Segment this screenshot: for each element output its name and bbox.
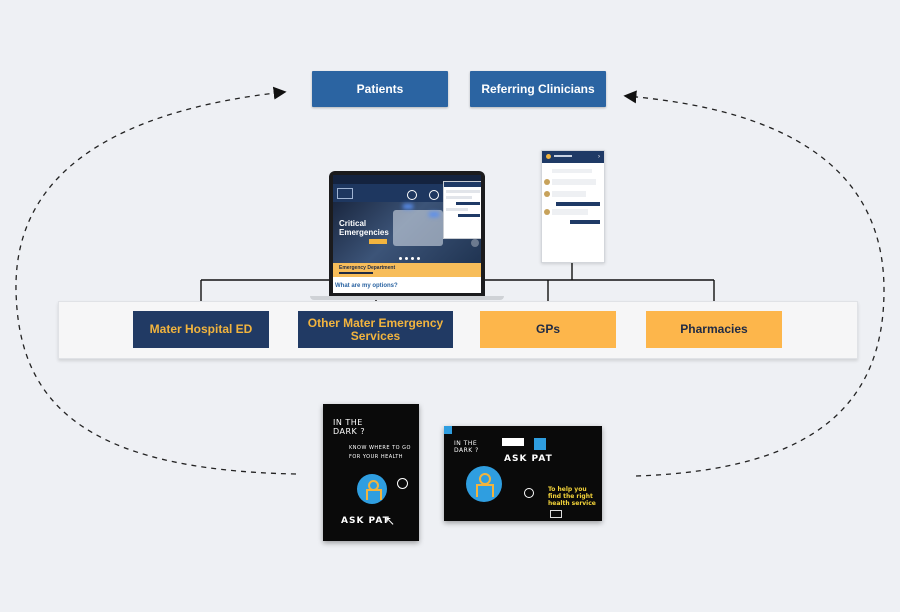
stopwatch-icon: [524, 488, 534, 498]
referring-clinicians-label: Referring Clinicians: [481, 82, 595, 96]
cursor-icon: ↖: [385, 514, 396, 528]
chat-reply: [556, 202, 600, 206]
person-icon: [357, 474, 387, 504]
chat-reply: [570, 220, 600, 224]
chat-message: [552, 169, 592, 173]
website-screenshot: Critical Emergencies Emergency Departmen…: [333, 175, 481, 293]
poster-brand: ASK PAT: [341, 516, 390, 526]
mater-hospital-ed-label: Mater Hospital ED: [149, 322, 253, 336]
chat-message: [552, 179, 596, 185]
carousel-dots: [399, 257, 420, 260]
emergency-department-label: Emergency Department: [339, 265, 396, 271]
ed-underline: [339, 272, 373, 274]
other-mater-emergency-services-box: Other Mater Emergency Services: [298, 311, 453, 348]
poster-subline: KNOW WHERE TO GO FOR YOUR HEALTH: [349, 445, 411, 460]
corner-accent: [444, 426, 452, 434]
gps-box: GPs: [480, 311, 616, 348]
chat-close-icon[interactable]: ›: [598, 154, 600, 160]
person-icon: [466, 466, 502, 502]
poster-tagline: To help you find the right health servic…: [548, 486, 596, 507]
site-nav-icon: [407, 190, 417, 200]
patients-box: Patients: [312, 71, 448, 107]
left-cycle-arrow: [15, 86, 297, 475]
patients-label: Patients: [356, 82, 404, 96]
site-chat-popup[interactable]: [443, 181, 481, 239]
poster-brand: ASK PAT: [504, 454, 553, 464]
pharmacies-box: Pharmacies: [646, 311, 782, 348]
blue-block: [534, 438, 546, 450]
gps-label: GPs: [535, 322, 560, 336]
chat-message: [552, 209, 588, 215]
site-nav-icon: [429, 190, 439, 200]
laptop-base: [310, 296, 504, 300]
scroll-down-icon[interactable]: [471, 239, 479, 247]
chat-header: ›: [542, 151, 604, 163]
mater-logo-icon: [550, 510, 562, 518]
stopwatch-icon: [397, 478, 408, 489]
site-logo-icon: [337, 188, 353, 199]
white-block: [502, 438, 524, 446]
poster-headline: IN THE DARK ?: [454, 440, 479, 454]
ask-pat-poster-landscape: IN THE DARK ? ASK PAT To help you find t…: [444, 426, 602, 521]
siren-light: [429, 212, 439, 217]
avatar: [544, 209, 550, 215]
site-top-bar: [333, 175, 481, 184]
poster-headline: IN THE DARK ?: [333, 418, 366, 436]
other-mater-emergency-services-label: Other Mater Emergency Services: [307, 315, 444, 343]
hero-title: Critical Emergencies: [339, 219, 389, 237]
ask-pat-poster-portrait: IN THE DARK ? KNOW WHERE TO GO FOR YOUR …: [323, 404, 419, 541]
hero-button[interactable]: [369, 239, 387, 244]
avatar: [544, 191, 550, 197]
right-cycle-arrow: [623, 90, 885, 477]
siren-light: [403, 204, 413, 209]
chat-bot-icon: [546, 154, 551, 159]
options-link[interactable]: What are my options?: [335, 283, 398, 289]
pharmacies-label: Pharmacies: [680, 322, 748, 336]
emergency-department-bar[interactable]: Emergency Department: [333, 263, 481, 277]
referring-clinicians-box: Referring Clinicians: [470, 71, 606, 107]
chat-message: [552, 191, 586, 197]
avatar: [544, 179, 550, 185]
chat-window: ›: [541, 150, 605, 263]
mater-hospital-ed-box: Mater Hospital ED: [133, 311, 269, 348]
